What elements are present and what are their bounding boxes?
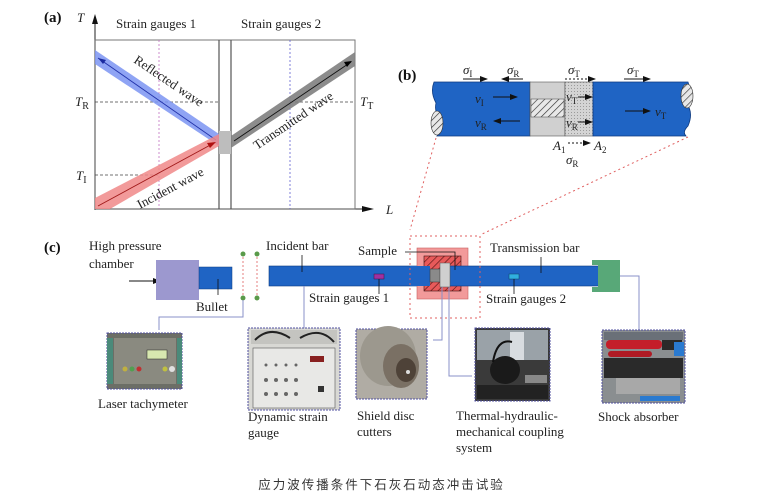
photo-shock-absorber <box>601 329 686 404</box>
photo-dynamic-strain-gauge <box>247 327 341 411</box>
incident-arrow-icon <box>207 142 216 148</box>
high-pressure-label-1: High pressure <box>89 238 162 253</box>
sample-pointer <box>405 251 456 270</box>
reflected-wave-line <box>97 57 217 141</box>
v-T-label: vT <box>655 104 667 121</box>
header-strain-gauges-1: Strain gauges 1 <box>116 16 196 31</box>
caption-shield-disc-2: cutters <box>357 424 392 439</box>
incident-wave-line <box>97 142 215 207</box>
panel-c-label: (c) <box>44 240 61 256</box>
photo-laser-tachymeter <box>106 332 183 390</box>
specimen-hatched-core <box>530 98 565 118</box>
plot-frame <box>94 39 356 210</box>
laser-gate-emitter-1 <box>240 251 246 257</box>
caption-dynamic-strain-gauge-1: Dynamic strain <box>248 409 328 424</box>
A1-label: A1 <box>552 138 565 155</box>
caption-shock-absorber: Shock absorber <box>598 409 679 424</box>
x-axis-arrow-icon <box>362 206 374 212</box>
sigma-R-label: σR <box>507 62 519 79</box>
reflected-wave-band <box>95 50 219 146</box>
bullet-label: Bullet <box>196 299 228 314</box>
incident-bar <box>268 265 430 287</box>
high-pressure-label-2: chamber <box>89 256 134 271</box>
transmission-bar-segment <box>592 81 691 137</box>
header-strain-gauges-2: Strain gauges 2 <box>241 16 321 31</box>
laser-gate-receiver-1 <box>240 295 246 301</box>
specimen <box>429 268 441 283</box>
x-axis-label: L <box>385 202 393 217</box>
panel-b: (b) σI σR σT σT vI vR vT vR vT A1 A2 <box>398 62 694 236</box>
incident-bar-cut-icon <box>430 110 444 136</box>
strain-gauges-1-label: Strain gauges 1 <box>309 290 389 305</box>
caption-dynamic-strain-gauge-2: gauge <box>248 425 279 440</box>
sigma-R-bottom-label: σR <box>566 152 578 169</box>
connector-wires <box>158 275 640 377</box>
high-pressure-chamber <box>156 260 199 300</box>
panel-c: (c) High pressure chamber Bullet Inciden… <box>44 235 686 455</box>
incident-bar-end <box>410 266 430 286</box>
caption-thm-3: system <box>456 440 492 455</box>
shock-absorber <box>592 260 620 292</box>
caption-thm-2: mechanical coupling <box>456 424 564 439</box>
zoom-region-box <box>409 235 481 319</box>
specimen-right <box>564 81 594 137</box>
transmitted-wave-line <box>233 61 352 142</box>
laser-gate-receiver-2 <box>254 295 260 301</box>
tick-TT: TT <box>360 94 373 112</box>
caption-laser-tachymeter: Laser tachymeter <box>98 396 189 411</box>
zoom-connector-right <box>479 136 689 236</box>
transmission-bar-cut-icon <box>680 83 694 109</box>
v-R-label: vR <box>475 115 487 132</box>
panel-a: (a) T L Strain gauges 1 Strain gauges 2 <box>44 10 393 217</box>
figure-caption: 应力波传播条件下石灰石动态冲击试验 <box>258 477 505 492</box>
sigma-T-label: σT <box>627 62 639 79</box>
transmitted-wave-band <box>231 52 355 148</box>
sample-label: Sample <box>358 243 397 258</box>
y-axis-arrow-icon <box>92 14 98 24</box>
strain-gauges-2-label: Strain gauges 2 <box>486 291 566 306</box>
y-axis-label: T <box>77 10 85 25</box>
zoom-connector-left <box>409 137 437 231</box>
reflected-arrow-icon <box>98 58 106 64</box>
A2-label: A2 <box>593 138 606 155</box>
transmission-bar <box>447 265 609 287</box>
photo-shield-disc-cutters <box>355 326 428 400</box>
transmitted-arrow-icon <box>344 61 352 67</box>
sigma-T-prime-label: σT <box>568 62 580 79</box>
strain-gauge-2 <box>508 273 520 280</box>
tick-TR: TR <box>75 94 89 112</box>
strain-gauge-1 <box>373 273 385 280</box>
incident-wave-band <box>95 134 219 209</box>
photo-thm-coupling-system <box>474 327 551 402</box>
transmission-bar-label: Transmission bar <box>490 240 580 255</box>
v-I-prime-label: vT <box>566 89 578 106</box>
bullet <box>198 266 233 290</box>
panel-b-label: (b) <box>398 68 416 84</box>
sigma-I-label: σI <box>463 62 472 79</box>
v-I-label: vI <box>475 91 484 108</box>
panel-a-label: (a) <box>44 10 62 26</box>
sample-block <box>219 131 231 154</box>
v-R-prime-label: vR <box>566 115 578 132</box>
laser-gate-emitter-2 <box>254 251 260 257</box>
incident-bar-label: Incident bar <box>266 238 329 253</box>
caption-thm-1: Thermal-hydraulic- <box>456 408 558 423</box>
tick-TI: TI <box>76 168 87 186</box>
caption-shield-disc-1: Shield disc <box>357 408 415 423</box>
specimen-holder <box>439 262 451 288</box>
